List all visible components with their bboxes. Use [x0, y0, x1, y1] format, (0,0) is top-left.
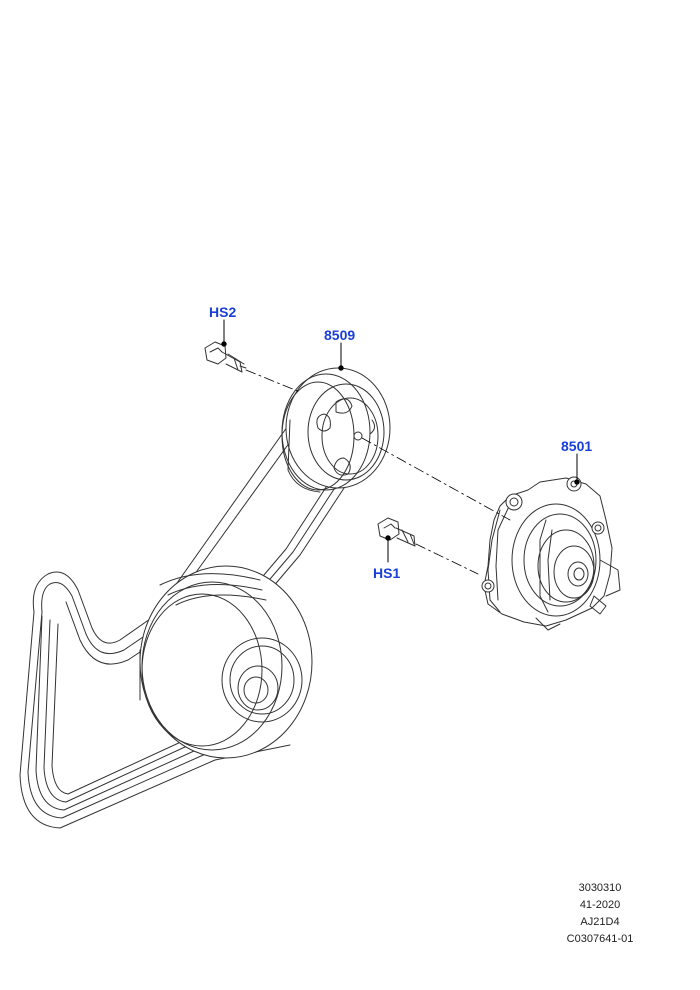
- water-pump: [481, 476, 621, 631]
- reference-line-2: 41-2020: [579, 899, 621, 911]
- bolt-hs1: [377, 517, 416, 547]
- reference-line-4: C0307641-01: [566, 933, 634, 945]
- water-pump-pulley: [281, 367, 391, 493]
- callout-hs2[interactable]: HS2: [209, 304, 237, 320]
- reference-line-3: AJ21D4: [580, 916, 620, 928]
- crankshaft-pulley: [139, 565, 313, 759]
- callout-8501[interactable]: 8501: [561, 438, 593, 454]
- bolt-hs2: [204, 341, 247, 373]
- callout-hs1[interactable]: HS1: [373, 565, 401, 581]
- assembly-axis-lines: [245, 369, 511, 575]
- reference-line-1: 3030310: [578, 882, 622, 894]
- callout-8509[interactable]: 8509: [324, 327, 356, 343]
- callout-leaders: [221, 319, 580, 563]
- reference-block: 3030310 41-2020 AJ21D4 C0307641-01: [560, 880, 640, 948]
